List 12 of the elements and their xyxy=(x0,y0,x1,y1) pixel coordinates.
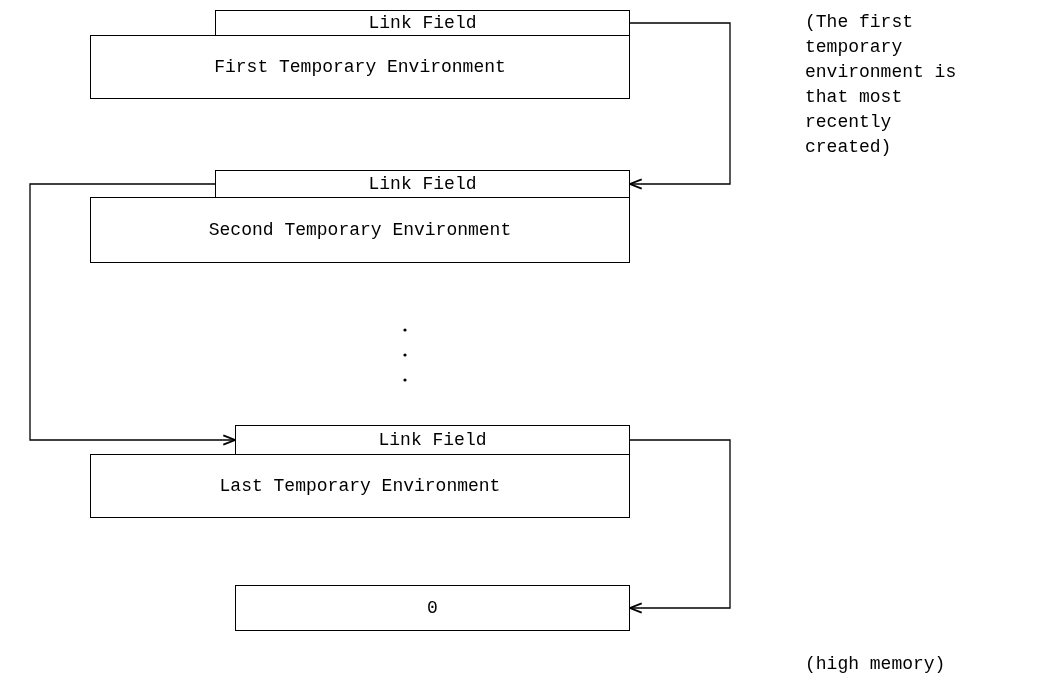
link-field-box: Link Field xyxy=(215,170,630,198)
arrow xyxy=(629,22,731,190)
memory-label: (high memory) xyxy=(805,653,947,676)
arrow xyxy=(29,183,236,446)
environment-box: Last Temporary Environment xyxy=(90,454,630,518)
link-field-box: Link Field xyxy=(235,425,630,455)
environment-box: First Temporary Environment xyxy=(90,35,630,99)
note-text: (The first temporary environment is that most recently created) xyxy=(805,11,958,159)
environment-box: Second Temporary Environment xyxy=(90,197,630,263)
link-field-box: Link Field xyxy=(215,10,630,36)
null-terminator-box: 0 xyxy=(235,585,630,631)
arrow xyxy=(629,439,731,614)
